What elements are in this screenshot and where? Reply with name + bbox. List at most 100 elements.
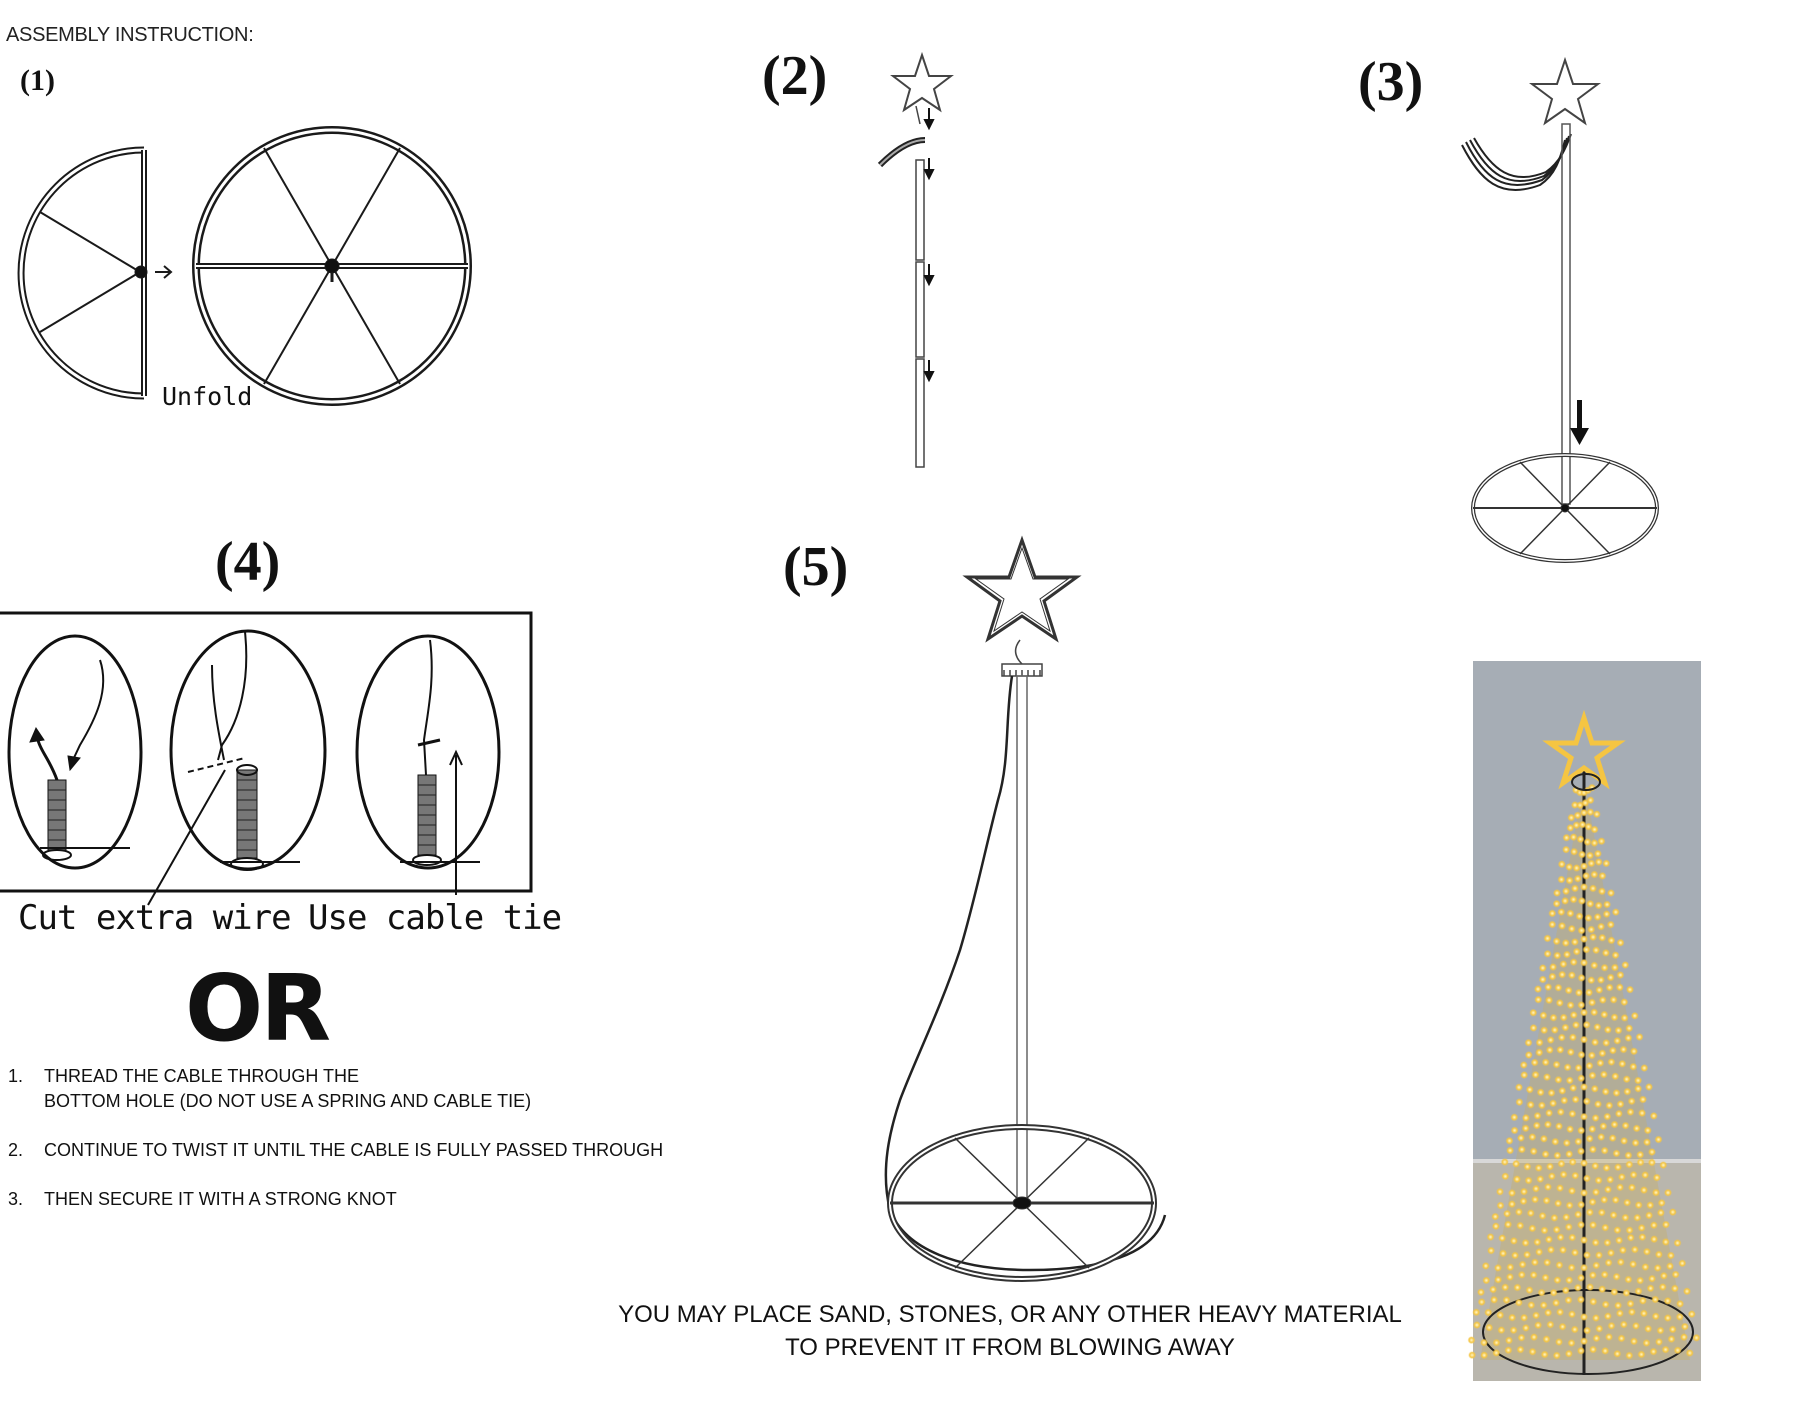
light-dot	[1640, 1186, 1648, 1195]
light-dot	[1557, 875, 1566, 884]
light-dot	[1562, 845, 1571, 854]
light-dot	[1561, 1286, 1570, 1295]
light-dot	[1484, 1308, 1493, 1317]
light-dot	[1528, 1224, 1537, 1233]
tree-lights	[1467, 783, 1701, 1360]
light-dot	[1664, 1188, 1672, 1197]
light-dot	[1577, 896, 1586, 905]
light-dot	[1645, 1083, 1653, 1091]
light-dot	[1607, 889, 1615, 897]
light-dot	[1549, 963, 1558, 971]
light-dot	[1614, 1109, 1623, 1118]
step-4-pointer-lines	[147, 749, 463, 906]
step-2-pole	[877, 105, 926, 468]
light-dot	[1592, 1188, 1600, 1197]
light-dot	[1594, 1100, 1602, 1109]
light-dot	[1576, 835, 1585, 844]
light-dot	[1601, 1223, 1610, 1232]
light-dot	[1535, 1248, 1544, 1256]
light-dot	[1610, 1288, 1619, 1296]
light-dot	[1556, 1108, 1565, 1116]
light-dot	[1597, 922, 1606, 931]
light-dot	[1571, 1248, 1579, 1257]
light-dot	[1504, 1220, 1513, 1229]
light-dot	[1592, 810, 1601, 819]
light-dot	[1557, 1159, 1566, 1168]
light-dot	[1558, 970, 1567, 979]
step-5-star-icon	[962, 535, 1082, 643]
light-dot	[1598, 1285, 1607, 1294]
light-dot	[1562, 1139, 1571, 1147]
light-dot	[1577, 1126, 1586, 1135]
light-dot	[1675, 1312, 1684, 1321]
light-dot	[1601, 1300, 1610, 1309]
light-dot	[1554, 1075, 1563, 1084]
light-dot	[1534, 995, 1543, 1004]
light-dot	[1481, 1261, 1490, 1270]
light-dot	[1577, 1273, 1585, 1282]
light-dot	[1641, 1171, 1650, 1179]
light-dot	[1558, 1322, 1567, 1331]
light-dot	[1629, 1260, 1638, 1269]
instruction-1: 1.THREAD THE CABLE THROUGH THE BOTTOM HO…	[8, 1066, 531, 1112]
light-dot	[1472, 1308, 1481, 1317]
light-dot	[1611, 1072, 1620, 1081]
light-dot	[1524, 1038, 1533, 1047]
light-dot	[1566, 909, 1575, 918]
light-dot	[1546, 1036, 1555, 1044]
light-dot	[1598, 887, 1606, 896]
light-dot	[1517, 1145, 1526, 1154]
light-dot	[1599, 1070, 1608, 1079]
light-dot	[1625, 1024, 1634, 1033]
light-dot	[1477, 1288, 1485, 1297]
light-dot	[1526, 1100, 1535, 1109]
light-dot	[1580, 1035, 1588, 1044]
light-dot	[1592, 1334, 1601, 1343]
light-dot	[1642, 1247, 1651, 1256]
light-dot	[1609, 995, 1618, 1004]
light-dot	[1513, 1283, 1522, 1292]
light-dot	[1506, 1146, 1515, 1155]
light-dot	[1508, 1200, 1516, 1209]
light-dot	[1541, 1058, 1550, 1067]
light-dot	[1572, 947, 1581, 956]
light-dot	[1670, 1284, 1679, 1293]
light-dot	[1490, 1295, 1499, 1304]
step-3-star-icon	[1529, 56, 1601, 126]
light-dot	[1577, 1200, 1586, 1209]
light-dot	[1638, 1296, 1647, 1305]
light-dot	[1543, 949, 1552, 958]
light-dot	[1626, 1299, 1635, 1308]
light-dot	[1517, 1270, 1526, 1279]
light-dot	[1532, 1121, 1541, 1130]
light-dot	[1565, 1276, 1574, 1285]
light-dot	[1559, 1013, 1568, 1022]
light-dot	[1637, 1350, 1646, 1359]
light-dot	[1588, 1198, 1597, 1206]
light-dot	[1577, 1220, 1585, 1229]
light-dot	[1539, 1011, 1548, 1020]
step-1-label: (1)	[20, 64, 55, 97]
light-dot	[1480, 1351, 1489, 1360]
light-dot	[1552, 1298, 1561, 1307]
light-dot	[1559, 960, 1568, 969]
light-dot	[1517, 1333, 1526, 1342]
light-dot	[1544, 1308, 1553, 1317]
light-dot	[1611, 951, 1620, 960]
photo-star-icon	[1542, 709, 1626, 790]
light-dot	[1571, 1095, 1580, 1104]
light-dot	[1662, 1220, 1670, 1229]
light-dot	[1569, 895, 1578, 904]
light-dot	[1636, 1158, 1645, 1167]
light-dot	[1613, 1349, 1622, 1358]
light-dot	[1556, 1184, 1564, 1193]
light-dot	[1582, 1174, 1591, 1183]
light-dot	[1676, 1299, 1685, 1308]
light-dot	[1613, 1226, 1622, 1235]
light-dot	[1531, 1195, 1540, 1204]
light-dot	[1639, 1309, 1648, 1318]
light-dot	[1578, 850, 1586, 859]
light-dot	[1582, 945, 1591, 954]
light-dot	[1624, 1275, 1633, 1284]
light-dot	[1519, 1061, 1528, 1069]
